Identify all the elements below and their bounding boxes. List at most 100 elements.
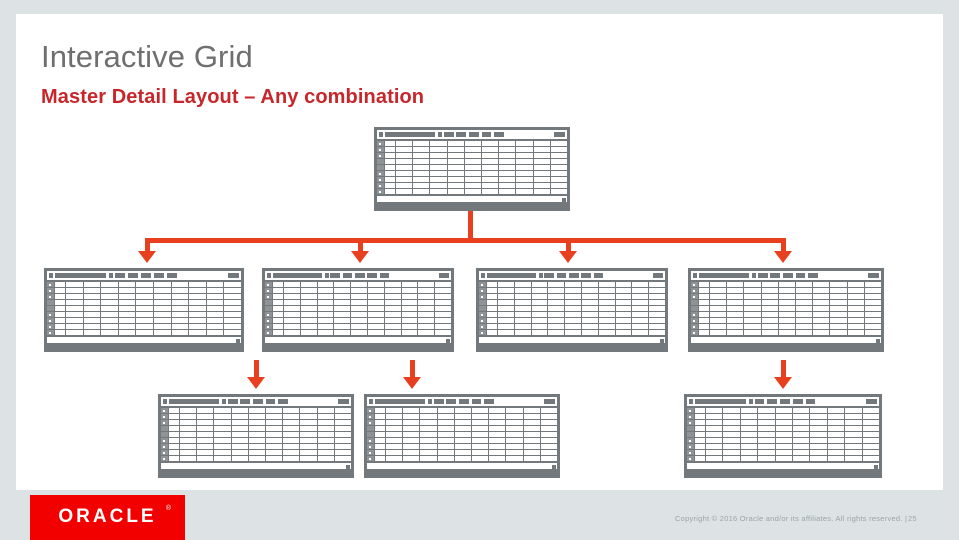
grid-cell[interactable] <box>454 408 472 413</box>
grid-cell[interactable] <box>231 414 248 419</box>
grid-cell[interactable] <box>435 306 451 311</box>
grid-cell[interactable] <box>847 330 864 335</box>
grid-cell[interactable] <box>384 330 401 335</box>
grid-cell[interactable] <box>847 318 864 323</box>
grid-cell[interactable] <box>334 408 352 413</box>
grid-cell[interactable] <box>827 456 845 461</box>
grid-cell[interactable] <box>487 288 497 293</box>
grid-cell[interactable] <box>793 426 810 431</box>
grid-cell[interactable] <box>55 312 65 317</box>
grid-toolbar-button[interactable] <box>805 399 816 404</box>
grid-cell[interactable] <box>386 438 403 443</box>
grid-cell[interactable] <box>472 438 489 443</box>
grid-cell[interactable] <box>266 450 283 455</box>
grid-cell[interactable] <box>533 165 550 170</box>
grid-row[interactable] <box>47 312 241 317</box>
grid-cell[interactable] <box>273 300 283 305</box>
grid-cell[interactable] <box>224 300 241 305</box>
grid-cell[interactable] <box>548 282 565 287</box>
grid-cell[interactable] <box>761 300 778 305</box>
grid-row[interactable] <box>161 414 352 419</box>
grid-cell[interactable] <box>615 312 632 317</box>
grid-cell[interactable] <box>498 324 514 329</box>
grid-cell[interactable] <box>118 312 136 317</box>
grid-row[interactable] <box>265 312 451 317</box>
row-selector-cell[interactable] <box>687 450 694 455</box>
grid-cell[interactable] <box>744 300 761 305</box>
grid-cell[interactable] <box>189 330 206 335</box>
grid-toolbar[interactable] <box>479 271 665 280</box>
grid-row[interactable] <box>367 444 558 449</box>
grid-cell[interactable] <box>581 324 598 329</box>
grid-cell[interactable] <box>796 282 813 287</box>
grid-row[interactable] <box>265 300 451 305</box>
grid-cell[interactable] <box>334 312 351 317</box>
grid-cell[interactable] <box>744 318 761 323</box>
grid-cell[interactable] <box>581 306 598 311</box>
grid-toolbar-button[interactable] <box>384 132 436 137</box>
grid-cell[interactable] <box>499 189 516 194</box>
grid-row[interactable] <box>377 153 568 158</box>
row-selector-cell[interactable] <box>377 141 384 146</box>
grid-cell[interactable] <box>740 450 758 455</box>
grid-cell[interactable] <box>454 444 472 449</box>
grid-cell[interactable] <box>435 324 451 329</box>
detail-grid-1[interactable] <box>44 268 244 352</box>
grid-cell[interactable] <box>499 147 516 152</box>
grid-cell[interactable] <box>531 312 548 317</box>
grid-cell[interactable] <box>83 318 101 323</box>
grid-cell[interactable] <box>778 300 796 305</box>
master-grid[interactable] <box>374 127 570 211</box>
grid-cell[interactable] <box>418 306 435 311</box>
grid-cell[interactable] <box>598 294 615 299</box>
grid-cell[interactable] <box>632 318 649 323</box>
grid-row[interactable] <box>479 282 665 287</box>
grid-cell[interactable] <box>385 153 395 158</box>
grid-cell[interactable] <box>565 306 581 311</box>
grid-cell[interactable] <box>169 456 179 461</box>
grid-cell[interactable] <box>83 312 101 317</box>
grid-cell[interactable] <box>169 420 179 425</box>
grid-row[interactable] <box>47 282 241 287</box>
grid-row[interactable] <box>691 300 882 305</box>
grid-cell[interactable] <box>437 408 454 413</box>
grid-cell[interactable] <box>375 426 385 431</box>
grid-resize-handle-icon[interactable] <box>236 339 240 343</box>
grid-cell[interactable] <box>581 294 598 299</box>
detail-grid-2[interactable] <box>262 268 454 352</box>
row-selector-cell[interactable] <box>691 282 698 287</box>
grid-row[interactable] <box>47 324 241 329</box>
grid-cell[interactable] <box>136 288 153 293</box>
grid-cell[interactable] <box>231 456 248 461</box>
grid-cell[interactable] <box>283 444 300 449</box>
grid-cell[interactable] <box>420 438 437 443</box>
grid-cell[interactable] <box>793 438 810 443</box>
grid-cell[interactable] <box>699 318 709 323</box>
grid-cell[interactable] <box>386 426 403 431</box>
grid-resize-handle-icon[interactable] <box>660 339 664 343</box>
grid-cell[interactable] <box>375 444 385 449</box>
grid-cell[interactable] <box>498 294 514 299</box>
row-selector-cell[interactable] <box>479 288 486 293</box>
grid-cell[interactable] <box>810 432 827 437</box>
row-selector-cell[interactable] <box>691 324 698 329</box>
grid-cell[interactable] <box>847 288 864 293</box>
grid-cell[interactable] <box>447 147 464 152</box>
grid-cell[interactable] <box>550 141 568 146</box>
detail-grid-4[interactable] <box>688 268 884 352</box>
grid-cell[interactable] <box>793 432 810 437</box>
grid-cell[interactable] <box>437 450 454 455</box>
grid-cell[interactable] <box>420 420 437 425</box>
grid-cell[interactable] <box>384 288 401 293</box>
grid-row[interactable] <box>479 318 665 323</box>
grid-cell[interactable] <box>778 288 796 293</box>
grid-cell[interactable] <box>531 282 548 287</box>
grid-cell[interactable] <box>66 318 83 323</box>
grid-cell[interactable] <box>273 282 283 287</box>
grid-cell[interactable] <box>632 306 649 311</box>
grid-cell[interactable] <box>727 324 744 329</box>
grid-toolbar-button[interactable] <box>278 399 288 404</box>
grid-cell[interactable] <box>435 318 451 323</box>
grid-cell[interactable] <box>695 432 705 437</box>
grid-cell[interactable] <box>447 153 464 158</box>
